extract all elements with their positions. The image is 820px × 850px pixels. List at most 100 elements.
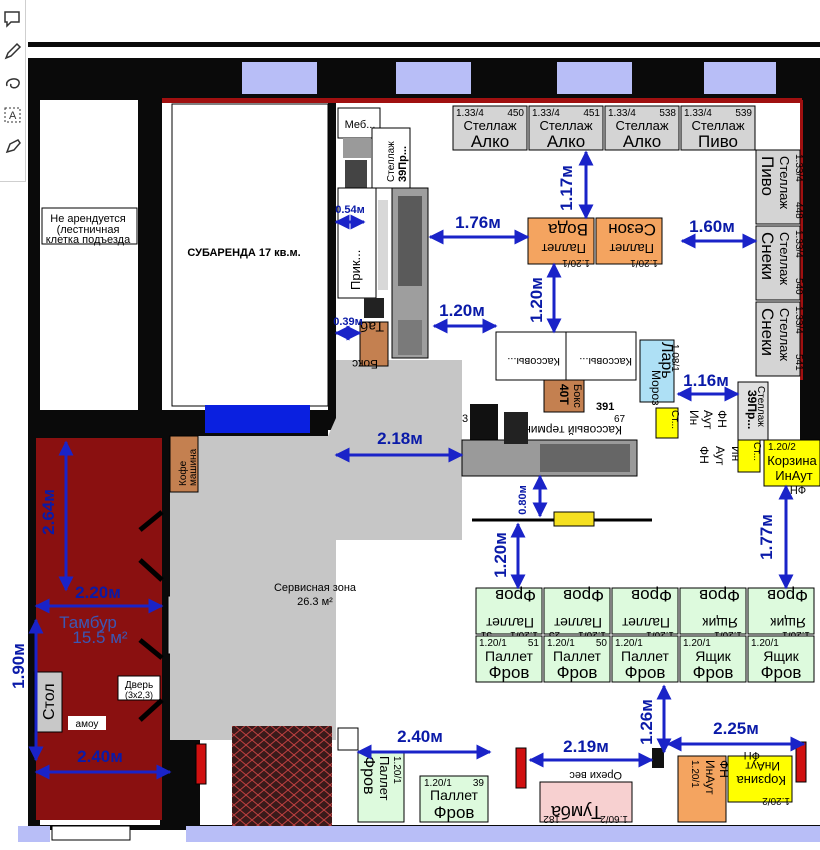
fruit-upper-num-1: 25 xyxy=(548,629,560,640)
fruit-upper-num-0: 51 xyxy=(480,629,492,640)
fruit-bottom-type-0: Паллет xyxy=(377,756,392,801)
fruit-lower-type-4: Ящик xyxy=(763,648,799,664)
shelf-top-2 xyxy=(604,105,680,151)
in-aut-label-bottom: ИнАут xyxy=(745,759,780,773)
fruit-lower-type-3: Ящик xyxy=(695,648,731,664)
in-aut-label-top: ИнАут xyxy=(775,468,813,483)
fruit-lower-3 xyxy=(679,635,747,683)
tumba-code: 1.60/2 xyxy=(600,813,628,824)
fruit-lower-type-1: Паллет xyxy=(553,648,602,664)
bottom-area: Орехи вес Тумба 1.60/2 182 1.20/1 ИнАут … xyxy=(195,726,807,826)
shelf-top-code-0: 1.33/4 xyxy=(456,108,484,119)
box-label-left: Бокс xyxy=(352,357,378,371)
fruit-lower-code-4: 1.20/1 xyxy=(751,638,779,649)
pallet-mid-0 xyxy=(527,217,595,265)
shelf-top-code-1: 1.33/4 xyxy=(532,108,560,119)
comment-icon[interactable] xyxy=(2,8,24,30)
shelf-top-cat-0: Алко xyxy=(471,132,509,151)
shelf-top-type-2: Стеллаж xyxy=(615,118,668,133)
fruit-lower-0 xyxy=(475,635,543,683)
fruit-upper-code-3: 1.20/1 xyxy=(714,629,742,640)
basket-code-bottom: 1.20/2 xyxy=(762,795,790,806)
num-67: 67 xyxy=(614,414,626,425)
shelf-right-num-1: 540 xyxy=(793,278,804,295)
shelf-top-num-3: 539 xyxy=(735,108,752,119)
fruit-upper-code-2: 1.20/1 xyxy=(646,629,674,640)
fruit-bottom-0 xyxy=(357,751,405,823)
dimension-label-d117: 1.17м xyxy=(557,165,576,211)
dimension-label-d225: 2.25м xyxy=(713,719,759,738)
dimension-label-d126: 1.26м xyxy=(637,699,656,745)
shelf-right-type-0: Стеллаж xyxy=(777,156,792,209)
pallet-mid-type-0: Паллет xyxy=(541,241,586,256)
fruit-upper-cat-0: Фров xyxy=(495,586,536,605)
right-shelves: 1.33/4448СтеллажПиво1.33/4540СтеллажСнек… xyxy=(755,149,804,377)
fruit-lower-cat-1: Фров xyxy=(557,663,598,682)
fruit-upper-type-2: Паллет xyxy=(621,615,670,631)
tumba-num: 182 xyxy=(543,813,560,824)
fruit-lower-code-1: 1.20/1 xyxy=(547,638,575,649)
fruit-upper-cat-3: Фров xyxy=(699,586,740,605)
vestibule-area-label: 15.5 м² xyxy=(72,628,127,647)
dimension-label-d240a: 2.40м xyxy=(77,747,123,766)
stand-39-label-2: 39Пр... xyxy=(745,390,759,429)
fruit-lower-1 xyxy=(543,635,611,683)
shelf-top-code-2: 1.33/4 xyxy=(608,108,636,119)
service-zone-area: 26.3 м² xyxy=(297,596,333,608)
dimension-label-d176: 1.76м xyxy=(455,213,501,232)
table-left: Стол xyxy=(41,683,58,720)
fruit-lower-cat-2: Фров xyxy=(625,663,666,682)
fn-label-1: ФН xyxy=(715,410,729,428)
fruit-bottom-num-1: 39 xyxy=(473,778,485,789)
dimension-label-d039: 0.39м xyxy=(333,316,363,328)
text-box-icon[interactable]: A xyxy=(2,104,24,126)
shelf-right-type-1: Стеллаж xyxy=(777,232,792,285)
dimension-label-d190: 1.90м xyxy=(9,643,28,689)
dimension-label-d264: 2.64м xyxy=(39,489,58,535)
fruit-row-upper: 1.20/151ПаллетФров1.20/125ПаллетФров1.20… xyxy=(475,586,815,640)
sublease-label: СУБАРЕНДА 17 кв.м. xyxy=(187,247,300,259)
shelf-top-type-0: Стеллаж xyxy=(463,118,516,133)
aut-label-1: Аут xyxy=(701,410,715,430)
fruit-lower-type-0: Паллет xyxy=(485,648,534,664)
in-label-1: Ин xyxy=(687,410,701,425)
door-label-1: Дверь xyxy=(125,680,153,691)
box-label-right: Бокс xyxy=(571,384,583,408)
pallet-mid-cat-0: Вода xyxy=(548,220,588,239)
entrance-exit-zone: Стеллаж 39Пр... Ст... Ин Аут ФН ФН Аут И… xyxy=(655,381,820,497)
dimension-label-d120a: 1.20м xyxy=(527,277,546,323)
dimension-label-d120c: 1.20м xyxy=(491,532,510,578)
highlighter-icon[interactable] xyxy=(2,136,24,158)
coffee-label-2: машина xyxy=(188,448,199,486)
shelf-top-3 xyxy=(680,105,756,151)
cash-desk-label-2: Кассовы... xyxy=(579,355,632,367)
left-equipment: Меб... Стеллаж 39Пр... Прик... Бокс Таб xyxy=(337,107,429,371)
num-391: 391 xyxy=(596,401,614,413)
pen-icon[interactable] xyxy=(2,40,24,62)
shelf-right-0 xyxy=(755,149,801,225)
fruit-lower-code-0: 1.20/1 xyxy=(479,638,507,649)
fruit-lower-num-1: 50 xyxy=(596,638,608,649)
fruit-upper-code-1: 1.20/1 xyxy=(578,629,606,640)
fruit-upper-type-1: Паллет xyxy=(553,615,602,631)
fruit-upper-0 xyxy=(475,587,543,635)
fruit-upper-cat-4: Фров xyxy=(767,586,808,605)
fruit-upper-1 xyxy=(543,587,611,635)
fruit-bottom-cat-0: Фров xyxy=(360,756,377,794)
fruit-lower-cat-4: Фров xyxy=(761,663,802,682)
tab-label: Таб xyxy=(360,319,384,335)
shelf-right-num-0: 448 xyxy=(793,202,804,219)
shelf-right-code-1: 1.33/4 xyxy=(793,230,804,258)
lasso-icon[interactable] xyxy=(2,72,24,94)
dimension-label-d120b: 1.20м xyxy=(439,301,485,320)
sublease-area: СУБАРЕНДА 17 кв.м. xyxy=(171,103,329,433)
coffee-label-1: Кофе xyxy=(177,460,189,486)
fruit-upper-2 xyxy=(611,587,679,635)
shelf-top-0 xyxy=(452,105,528,151)
shelf-top-num-2: 538 xyxy=(659,108,676,119)
fruit-lower-code-2: 1.20/1 xyxy=(615,638,643,649)
